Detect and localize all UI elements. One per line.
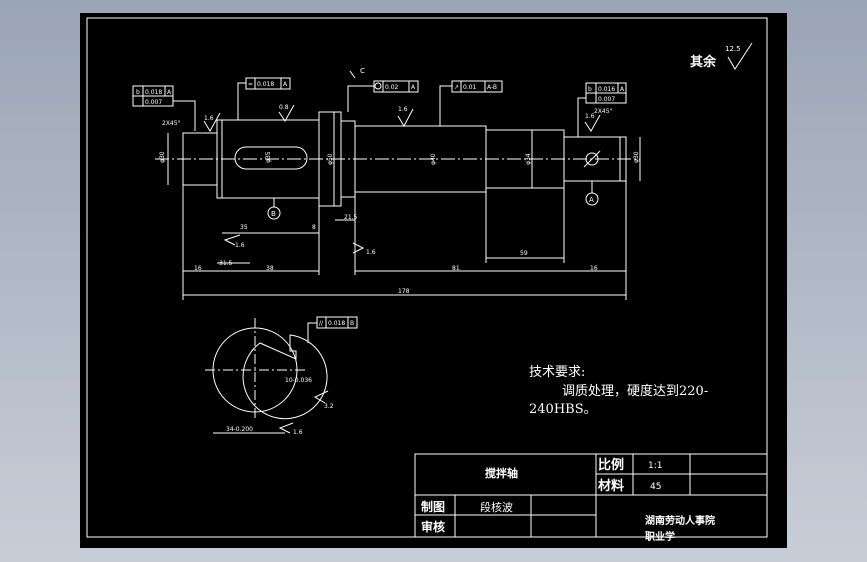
drawn-by: 段核波 (480, 500, 513, 514)
roughness-4: 1.6 (585, 113, 595, 120)
gdt-frame-left: b 0.018 A 0.007 (132, 85, 196, 131)
center-hole-leader (583, 150, 601, 168)
dim-len-right: 59 (520, 250, 528, 257)
roughness-2: 0.8 (279, 104, 289, 111)
drawing-canvas: 其余 12.5 (86, 17, 768, 543)
tech-req-line2: 240HBS。 (529, 402, 597, 417)
gdt-section-value: 0.018 (328, 320, 345, 327)
svg-text:b: b (588, 86, 592, 93)
dim-d-key: φ35 (265, 151, 272, 163)
gdt-right-ref: A (620, 86, 625, 93)
roughness-rest-value: 12.5 (725, 45, 741, 53)
dim-d-collar: φ50 (327, 153, 334, 165)
dim-len-left: 16 (194, 265, 202, 272)
dim-total: 178 (398, 288, 410, 295)
roughness-rest-symbol (727, 42, 753, 70)
gdt-key-ref: A (283, 81, 288, 88)
gdt-frame-circularity: 0.02 A (347, 80, 419, 112)
roughness-1: 1.6 (204, 115, 214, 122)
gdt-frame-key: = 0.018 A (237, 77, 291, 120)
svg-text:↗: ↗ (454, 84, 459, 91)
dim-len-end: 16 (590, 265, 598, 272)
gdt-frame-right: b 0.016 A 0.007 (577, 82, 627, 137)
dim-section-key: 10-0.036 (285, 377, 312, 384)
gdt-left-value-2: 0.007 (145, 99, 162, 106)
gdt-section-ref: B (350, 320, 354, 327)
dim-len-seg2: 38 (266, 265, 274, 272)
gdt-left-symbol: b (136, 89, 140, 96)
diameter-dims: φ30 2X45° φ35 φ50 φ40 φ34 φ30 2X45° (159, 108, 641, 206)
school-line1: 湖南劳动人事院 (645, 514, 715, 527)
center-hole (585, 152, 599, 166)
dim-d-mid: φ40 (430, 153, 437, 165)
gdt-section-symbol: // (319, 320, 324, 327)
gdt-runout-value: 0.01 (463, 84, 477, 91)
shaft-right-end (563, 136, 627, 182)
roughness-3: 1.6 (398, 106, 408, 113)
dim-len-key: 35 (240, 224, 248, 231)
datum-c-label: C (360, 67, 365, 75)
scale-label: 比例 (598, 457, 624, 473)
roughness-5: 1.6 (235, 242, 245, 249)
dim-d-right: φ30 (633, 151, 640, 163)
datum-a-label: A (589, 196, 594, 204)
dim-d-right2: φ34 (525, 153, 532, 165)
roughness-symbols: 1.6 0.8 1.6 1.6 1.6 1.6 3.2 1.6 (203, 104, 601, 436)
material-value: 45 (650, 482, 661, 492)
gdt-circ-value: 0.02 (385, 84, 399, 91)
gdt-right-value: 0.016 (598, 86, 615, 93)
gdt-key-symbol: = (248, 81, 253, 88)
datum-c-leader (349, 70, 356, 79)
gdt-right-value-2: 0.007 (598, 96, 615, 103)
tech-req-line1: 调质处理，硬度达到220- (562, 383, 708, 399)
dim-section-width: 34-0.200 (226, 426, 253, 433)
dim-len-mid: 81 (452, 265, 460, 272)
gdt-key-value: 0.018 (257, 81, 274, 88)
title-block: 搅拌轴 比例 1:1 材料 45 制图 段核波 审核 湖南劳动人事院 职业学 (414, 453, 768, 543)
gdt-frame-runout: ↗ 0.01 A-B (439, 80, 503, 126)
roughness-7: 3.2 (324, 403, 334, 410)
gdt-left-value: 0.018 (145, 89, 162, 96)
dim-chamfer-left: 2X45° (162, 120, 181, 127)
school-line2: 职业学 (645, 530, 675, 543)
section-view: // 0.018 B 10-0.036 34-0.200 (205, 316, 358, 434)
drawing-sheet: 其余 12.5 (80, 13, 787, 548)
section-marker-b-label: B (271, 210, 276, 218)
dim-d-left: φ30 (159, 151, 166, 163)
checked-label: 审核 (421, 519, 445, 534)
length-dims: 35 8 21.5 31.5 16 38 59 81 16 178 (182, 181, 627, 300)
dim-slot-depth: 31.5 (219, 260, 233, 267)
shaft-main-view (155, 111, 640, 207)
dim-chamfer-right: 2X45° (594, 108, 613, 115)
drawing-border (86, 17, 768, 538)
technical-requirements: 技术要求: 调质处理，硬度达到220- 240HBS。 (529, 365, 708, 417)
roughness-8: 1.6 (293, 429, 303, 436)
tech-req-title: 技术要求: (529, 365, 585, 380)
gdt-left-ref: A (167, 89, 172, 96)
material-label: 材料 (598, 478, 624, 494)
dim-len-shoulder: 21.5 (344, 214, 358, 221)
keyway-slot (234, 146, 308, 170)
roughness-6: 1.6 (366, 249, 376, 256)
part-name: 搅拌轴 (485, 466, 518, 480)
gdt-circ-ref: A (411, 84, 416, 91)
roughness-rest-label: 其余 (690, 54, 717, 70)
drawn-label: 制图 (421, 499, 445, 514)
scale-value: 1:1 (648, 461, 662, 471)
gdt-runout-ref: A-B (487, 84, 497, 91)
dim-len-gap: 8 (312, 224, 316, 231)
